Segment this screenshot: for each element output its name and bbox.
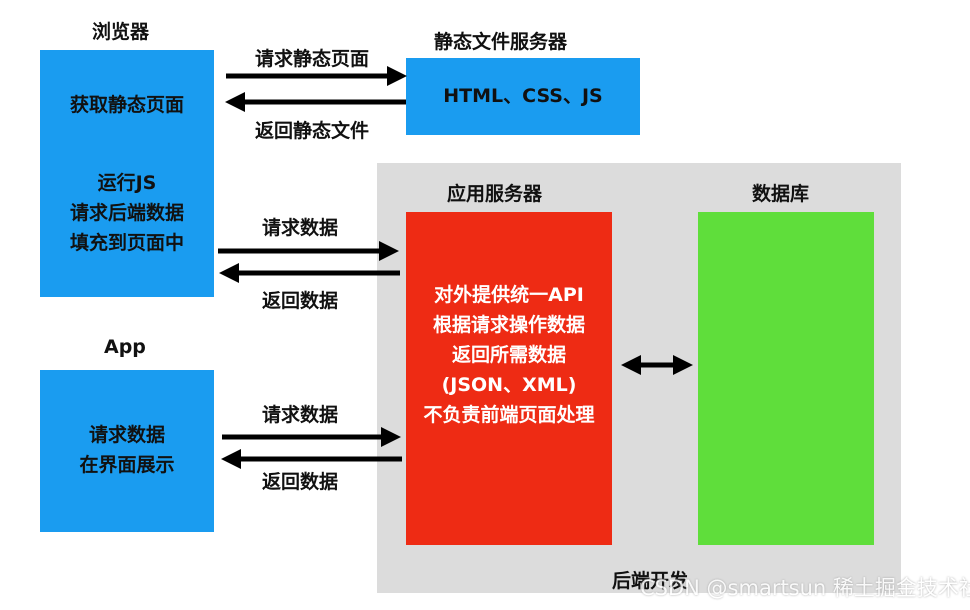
browser-line-2: 请求后端数据	[69, 202, 184, 224]
app-server-title: 应用服务器	[447, 183, 543, 205]
browser-line-3: 填充到页面中	[69, 232, 184, 254]
app-server-line-1: 对外提供统一API	[434, 284, 584, 306]
browser-title: 浏览器	[92, 21, 150, 43]
static-server-title: 静态文件服务器	[434, 31, 568, 53]
browser-line-1: 运行JS	[97, 172, 157, 194]
app-server-box: 对外提供统一API 根据请求操作数据 返回所需数据 (JSON、XML) 不负责…	[406, 212, 612, 545]
app-box: 请求数据 在界面展示	[40, 370, 214, 532]
request-data-app-label: 请求数据	[262, 404, 339, 426]
browser-get-static-text: 获取静态页面	[69, 94, 184, 116]
backend-label: 后端开发	[612, 570, 689, 592]
app-line-2: 在界面展示	[79, 454, 175, 476]
return-data-app-label: 返回数据	[262, 471, 339, 493]
database-title: 数据库	[752, 183, 810, 205]
browser-box: 获取静态页面 运行JS 请求后端数据 填充到页面中	[40, 50, 214, 297]
app-server-line-3: 返回所需数据	[451, 344, 566, 366]
database-box	[698, 212, 874, 545]
app-server-line-4: (JSON、XML)	[441, 374, 577, 396]
request-static-label: 请求静态页面	[255, 48, 370, 70]
return-data-browser-label: 返回数据	[262, 290, 339, 312]
return-static-label: 返回静态文件	[255, 120, 370, 142]
static-server-content: HTML、CSS、JS	[443, 85, 603, 107]
watermark: CSDN @smartsun 稀土掘金技术社区	[640, 576, 970, 600]
static-server-box: HTML、CSS、JS	[406, 58, 640, 135]
app-title: App	[104, 336, 146, 358]
app-line-1: 请求数据	[88, 424, 165, 446]
request-data-browser-label: 请求数据	[262, 217, 339, 239]
app-server-line-5: 不负责前端页面处理	[423, 404, 595, 426]
app-server-line-2: 根据请求操作数据	[432, 314, 585, 336]
